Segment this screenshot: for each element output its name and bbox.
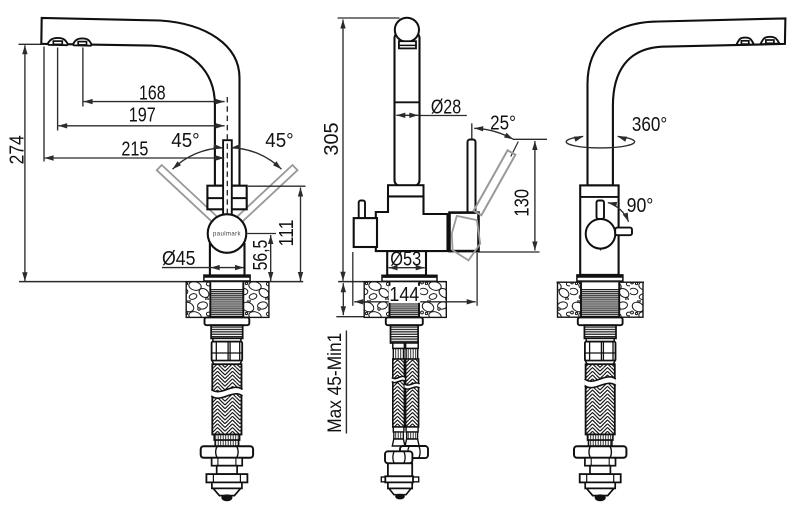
svg-text:144: 144: [389, 284, 419, 306]
svg-text:Max 45-Min1: Max 45-Min1: [325, 333, 346, 433]
svg-text:paulmark: paulmark: [213, 232, 241, 238]
svg-text:Ø45: Ø45: [162, 248, 196, 270]
svg-text:Ø28: Ø28: [431, 96, 461, 118]
svg-text:305: 305: [321, 122, 343, 155]
svg-text:25°: 25°: [490, 113, 516, 135]
svg-text:56,5: 56,5: [250, 240, 272, 271]
svg-text:111: 111: [276, 220, 298, 247]
svg-text:274: 274: [7, 135, 29, 164]
svg-text:45°: 45°: [265, 130, 293, 152]
svg-text:90°: 90°: [627, 195, 654, 217]
svg-text:360°: 360°: [632, 114, 667, 136]
svg-text:197: 197: [129, 105, 156, 127]
svg-text:168: 168: [139, 82, 166, 104]
svg-text:45°: 45°: [171, 130, 199, 152]
svg-text:215: 215: [121, 138, 148, 160]
svg-text:Ø53: Ø53: [390, 248, 421, 270]
svg-text:130: 130: [511, 189, 533, 217]
